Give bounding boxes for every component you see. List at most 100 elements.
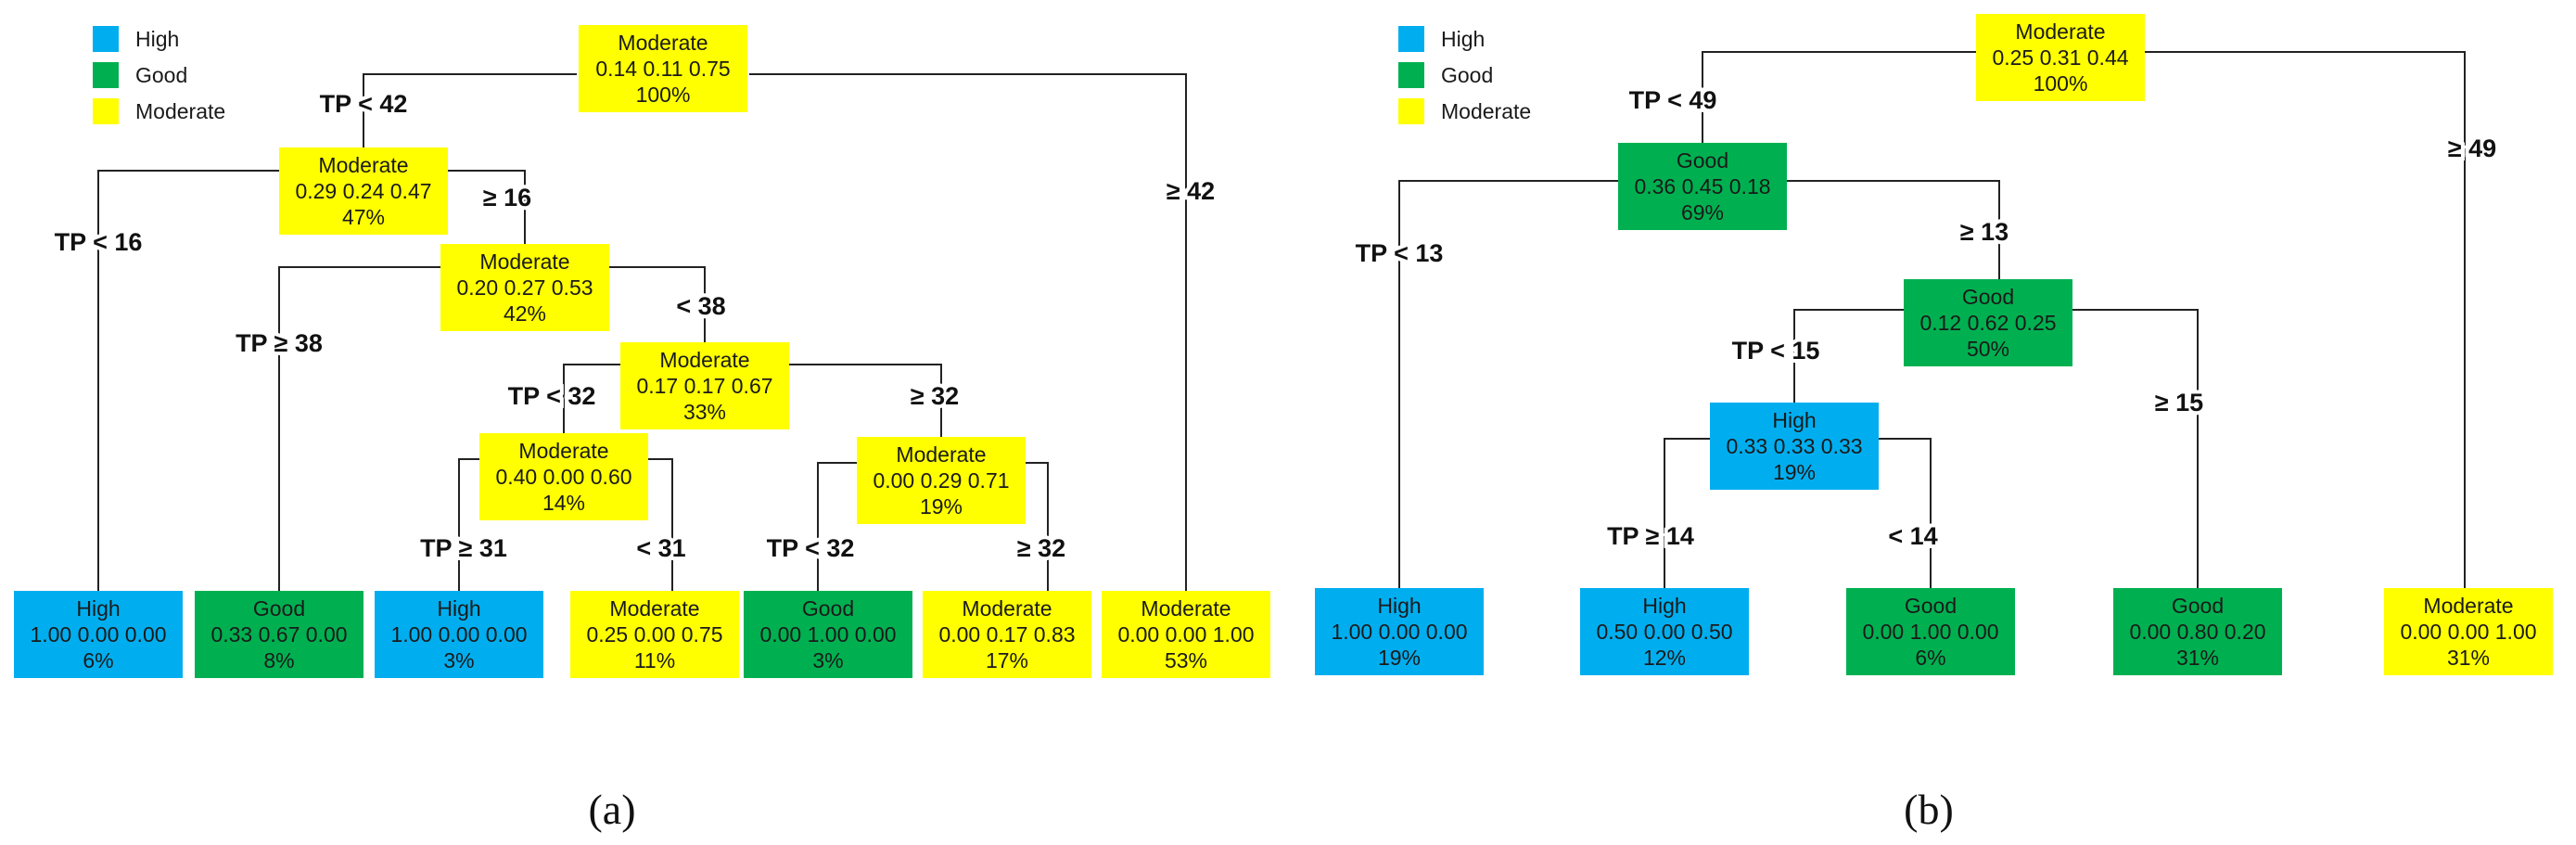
node-percentage: 3%	[812, 648, 843, 672]
panel-label: (b)	[1904, 786, 1954, 833]
split-condition-label: < 31	[636, 534, 685, 562]
node-probabilities: 0.00 0.29 0.71	[873, 468, 1009, 493]
tree-edge	[817, 462, 857, 591]
node-percentage: 6%	[83, 648, 113, 672]
node-class-label: High	[76, 596, 120, 621]
node-probabilities: 0.00 0.00 1.00	[2400, 620, 2536, 644]
node-probabilities: 0.33 0.67 0.00	[210, 622, 347, 647]
tree-edge	[648, 458, 673, 591]
split-condition-label: ≥ 49	[2448, 134, 2496, 162]
node-probabilities: 0.00 0.00 1.00	[1117, 622, 1254, 647]
node-class-label: Moderate	[2015, 19, 2105, 44]
node-class-label: Moderate	[318, 153, 408, 177]
node-box	[1976, 14, 2145, 101]
node-class-label: Moderate	[659, 348, 749, 372]
node-box	[479, 433, 648, 520]
node-class-label: High	[1772, 408, 1816, 432]
node-probabilities: 1.00 0.00 0.00	[1331, 620, 1467, 644]
node-probabilities: 0.14 0.11 0.75	[595, 57, 730, 81]
node-box	[195, 591, 363, 678]
node-percentage: 100%	[2034, 71, 2088, 96]
legend-label-high: High	[135, 27, 179, 51]
node-class-label: Good	[1962, 285, 2014, 309]
node-percentage: 17%	[986, 648, 1028, 672]
node-box	[857, 437, 1026, 524]
legend-swatch-high	[1398, 26, 1424, 52]
node-class-label: High	[1642, 594, 1686, 618]
split-condition-label: TP ≥ 38	[236, 329, 323, 357]
split-condition-label: TP < 13	[1356, 239, 1444, 267]
legend-label-high: High	[1441, 27, 1485, 51]
split-condition-label: TP < 15	[1732, 337, 1820, 365]
tree-edge	[1026, 462, 1049, 591]
tree-edge	[278, 266, 440, 591]
legend-swatch-moderate	[1398, 98, 1424, 124]
legend-swatch-good	[1398, 62, 1424, 88]
node-percentage: 31%	[2447, 646, 2490, 670]
node-percentage: 31%	[2176, 646, 2219, 670]
node-class-label: Moderate	[2423, 594, 2513, 618]
split-condition-label: < 14	[1888, 522, 1937, 550]
node-class-label: Moderate	[518, 439, 608, 463]
node-percentage: 19%	[920, 494, 963, 519]
legend-swatch-high	[93, 26, 119, 52]
node-percentage: 12%	[1643, 646, 1686, 670]
split-condition-label: ≥ 32	[1017, 534, 1065, 562]
split-condition-label: ≥ 32	[911, 382, 959, 410]
node-class-label: Moderate	[479, 250, 569, 274]
split-condition-label: TP < 16	[55, 228, 143, 256]
node-percentage: 33%	[683, 400, 726, 424]
split-condition-label: ≥ 15	[2155, 389, 2203, 416]
node-class-label: Good	[1677, 148, 1728, 173]
split-condition-label: ≥ 16	[483, 184, 531, 211]
node-box	[1846, 588, 2015, 675]
node-box	[2384, 588, 2553, 675]
node-percentage: 69%	[1681, 200, 1724, 224]
node-box	[1102, 591, 1270, 678]
node-box	[440, 244, 609, 331]
tree-edge	[749, 73, 1187, 591]
node-box	[279, 147, 448, 235]
node-probabilities: 0.20 0.27 0.53	[456, 275, 593, 300]
node-box	[1710, 403, 1879, 490]
node-probabilities: 0.00 1.00 0.00	[759, 622, 896, 647]
node-percentage: 3%	[443, 648, 474, 672]
node-percentage: 100%	[636, 83, 691, 107]
node-probabilities: 1.00 0.00 0.00	[30, 622, 166, 647]
node-probabilities: 0.00 1.00 0.00	[1862, 620, 1998, 644]
tree-edge	[2072, 309, 2199, 588]
tree-edge	[2145, 51, 2466, 588]
split-condition-label: TP < 42	[320, 90, 408, 118]
node-probabilities: 0.17 0.17 0.67	[636, 374, 772, 398]
node-probabilities: 0.12 0.62 0.25	[1919, 311, 2056, 335]
tree-edge	[563, 364, 620, 433]
panel-label: (a)	[588, 786, 635, 833]
node-box	[1580, 588, 1749, 675]
tree-edge	[1702, 51, 1976, 143]
node-class-label: Good	[1905, 594, 1957, 618]
legend-label-good: Good	[135, 63, 187, 87]
node-box	[14, 591, 183, 678]
node-probabilities: 0.25 0.00 0.75	[586, 622, 722, 647]
node-class-label: Moderate	[1141, 596, 1231, 621]
legend-label-moderate: Moderate	[135, 99, 225, 123]
node-probabilities: 0.25 0.31 0.44	[1992, 45, 2128, 70]
node-class-label: Moderate	[609, 596, 699, 621]
